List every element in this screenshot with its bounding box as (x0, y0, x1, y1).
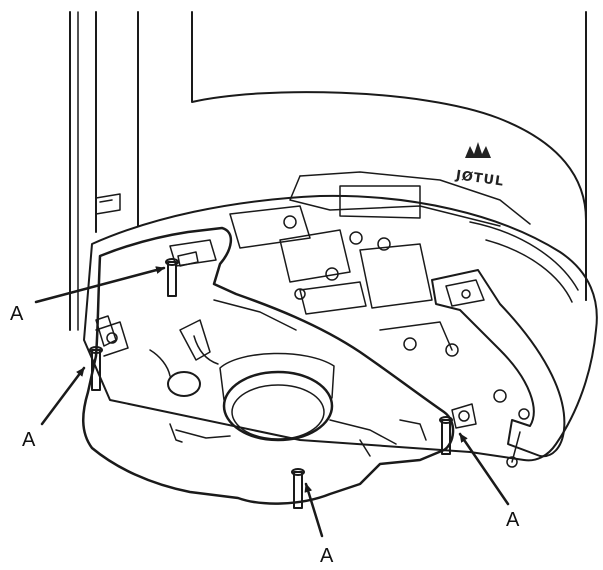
logo-flame-icon (465, 142, 491, 158)
callout-arrow-a3 (304, 482, 324, 538)
callout-arrow-a1 (34, 266, 166, 304)
callout-label-a2: A (22, 429, 36, 451)
brand-logo-text: JØTUL (454, 168, 505, 190)
bolt-a4 (439, 403, 477, 455)
flue-opening (222, 370, 334, 442)
mounting-bolts (89, 251, 477, 509)
callout-labels: A A A A (10, 303, 520, 567)
callout-label-a1: A (10, 303, 24, 325)
bolt-a1 (165, 251, 199, 297)
callout-arrows (34, 266, 510, 538)
door-hinge-bracket (431, 269, 566, 468)
callout-label-a4: A (506, 509, 520, 531)
brand-logo: JØTUL (454, 142, 505, 190)
base-frame (83, 171, 598, 462)
air-inlet-hole (167, 371, 201, 397)
callout-label-a3: A (320, 545, 334, 567)
stove-body (191, 11, 587, 301)
callout-arrow-a4 (458, 432, 510, 506)
callout-arrow-a2 (40, 366, 86, 426)
bolt-a2 (89, 321, 129, 391)
side-panel (69, 11, 139, 331)
base-plate (82, 226, 455, 505)
bolt-a3 (291, 468, 305, 509)
